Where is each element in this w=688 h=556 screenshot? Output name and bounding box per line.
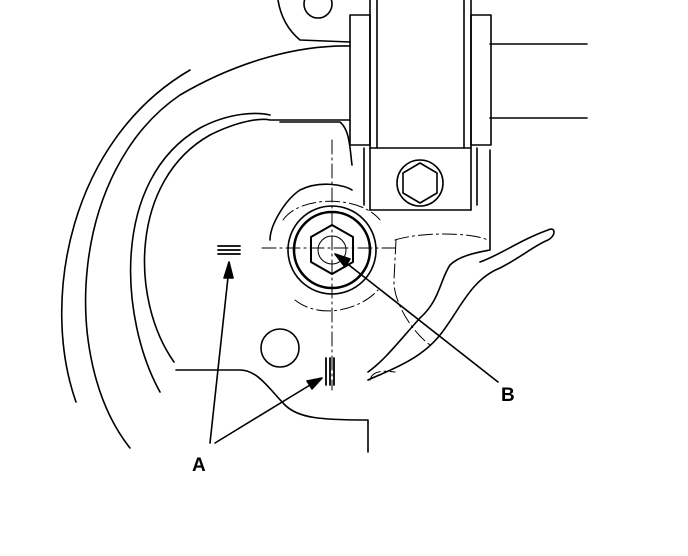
callout-a-label: A <box>192 455 206 476</box>
holder-bolt <box>396 159 444 207</box>
stabilizer-bar <box>489 43 588 119</box>
mounting-bolt <box>287 205 377 295</box>
suspension-arm <box>61 0 351 449</box>
bracket <box>175 121 555 453</box>
centerlines <box>261 139 489 391</box>
bushing-holder <box>349 0 492 211</box>
callout-b-label: B <box>501 385 515 406</box>
alignment-marks <box>217 245 335 386</box>
leader-lines <box>209 253 499 444</box>
